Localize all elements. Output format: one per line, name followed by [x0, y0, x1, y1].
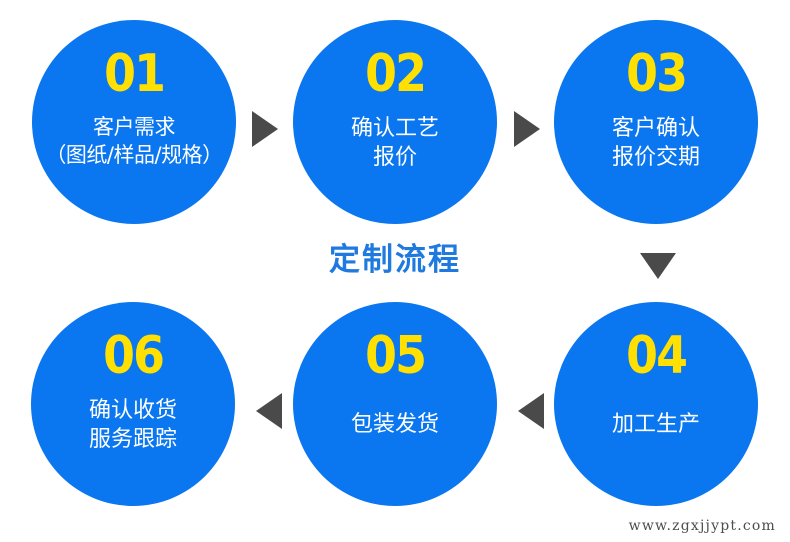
step-number-05: 05 — [364, 326, 427, 386]
step-number-03: 03 — [625, 44, 688, 104]
step-number-02: 02 — [364, 44, 427, 104]
step-circle-06: 06 确认收货 服务跟踪 — [31, 302, 235, 506]
arrow-down-icon-step3-to-step4 — [640, 253, 676, 279]
watermark-url: www.zgxjjypt.com — [628, 518, 776, 534]
step-number-01: 01 — [103, 44, 166, 104]
arrow-left-icon-step4-to-step5 — [518, 393, 544, 429]
step-circle-04: 04 加工生产 — [554, 302, 758, 506]
step-circle-03: 03 客户确认 报价交期 — [554, 20, 758, 224]
step-number-06: 06 — [102, 326, 165, 386]
arrow-left-icon-step5-to-step6 — [256, 393, 282, 429]
arrow-right-icon-step2-to-step3 — [514, 111, 540, 147]
arrow-right-icon-step1-to-step2 — [252, 111, 278, 147]
step-number-04: 04 — [625, 326, 688, 386]
step-circle-05: 05 包装发货 — [293, 302, 497, 506]
step-label-01: 客户需求 （图纸/样品/规格） — [45, 115, 223, 167]
step-label-03: 客户确认 报价交期 — [611, 116, 700, 171]
step-circle-02: 02 确认工艺 报价 — [293, 20, 497, 224]
step-circle-01: 01 客户需求 （图纸/样品/规格） — [32, 20, 236, 224]
step-label-02: 确认工艺 报价 — [350, 116, 439, 171]
step-label-06: 确认收货 服务跟踪 — [88, 398, 177, 453]
step-label-05: 包装发货 — [350, 412, 439, 437]
page-title: 定制流程 — [329, 242, 461, 278]
step-label-04: 加工生产 — [611, 412, 700, 437]
